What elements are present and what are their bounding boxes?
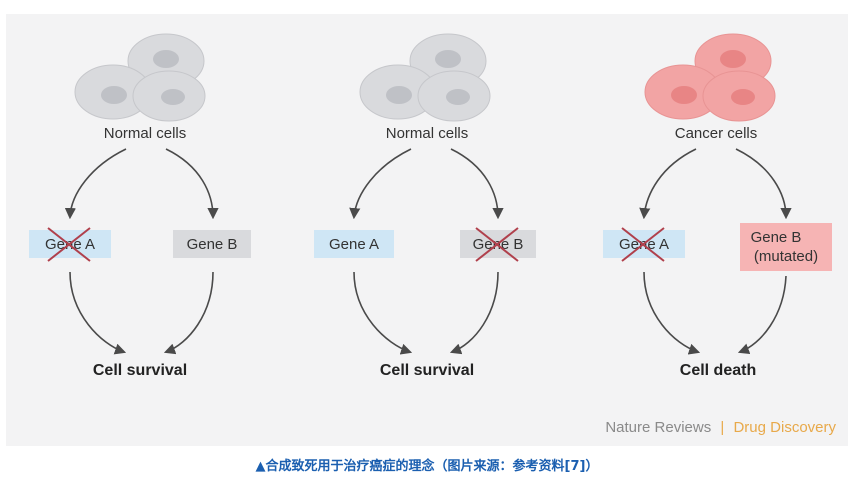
cells-label: Normal cells (386, 125, 469, 142)
cells-label: Cancer cells (675, 125, 758, 142)
outcome-label: Cell death (680, 362, 756, 379)
arrow-from-gene-a (643, 271, 701, 355)
knockout-cross-icon (621, 227, 665, 262)
gene-b-mutated-note: (mutated) (754, 248, 818, 265)
outcome-label: Cell survival (93, 362, 187, 379)
arrow-to-gene-b (165, 148, 219, 220)
panel-3: Cancer cells Gene A Gene B (mutated) Cel… (603, 33, 832, 379)
gene-b-label: Gene B (187, 236, 238, 253)
credit-section: Drug Discovery (733, 419, 836, 436)
credit-separator: | (720, 419, 724, 436)
panel-1: Normal cells Gene A Gene B Cell survival (29, 33, 251, 379)
panel-2: Normal cells Gene A Gene B Cell survival (314, 33, 536, 379)
normal-cells-cluster-icon (359, 33, 491, 122)
arrow-to-gene-b (450, 148, 504, 220)
arrow-from-gene-a (69, 271, 127, 355)
gene-a-box (314, 230, 394, 258)
gene-b-mutated-box (740, 223, 832, 271)
cells-label: Normal cells (104, 125, 187, 142)
gene-b-box (173, 230, 251, 258)
cancer-cells-cluster-icon (644, 33, 776, 122)
gene-a-label: Gene A (329, 236, 379, 253)
credit-journal: Nature Reviews (605, 419, 711, 436)
arrow-from-gene-b (163, 271, 214, 355)
arrow-to-gene-a (64, 148, 127, 220)
source-credit: Nature Reviews | Drug Discovery (605, 419, 836, 436)
arrow-to-gene-b (735, 148, 792, 220)
arrow-from-gene-b (449, 271, 499, 355)
arrow-to-gene-a (349, 148, 412, 220)
knockout-cross-icon (47, 227, 91, 262)
arrow-from-gene-b (737, 275, 787, 355)
knockout-cross-icon (475, 227, 519, 262)
gene-b-label: Gene B (751, 229, 802, 246)
figure-caption: ▲合成致死用于治疗癌症的理念（图片来源：参考资料[7]） (255, 459, 599, 474)
arrow-from-gene-a (353, 271, 413, 355)
outcome-label: Cell survival (380, 362, 474, 379)
normal-cells-cluster-icon (74, 33, 206, 122)
arrow-to-gene-a (639, 148, 697, 220)
synthetic-lethality-figure: Normal cells Gene A Gene B Cell survival (6, 14, 848, 446)
